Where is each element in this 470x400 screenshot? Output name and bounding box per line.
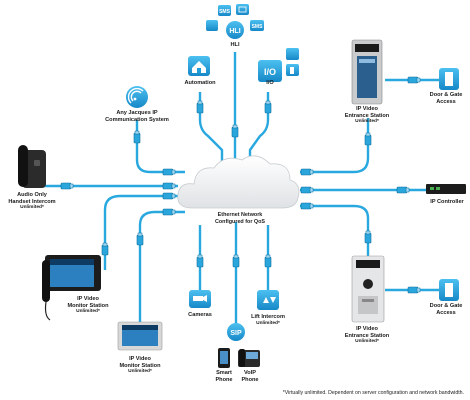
automation-icon	[188, 56, 210, 76]
camera-icon	[189, 290, 211, 308]
sms2-badge-text: SMS	[252, 24, 264, 30]
entrance-station-bottom-device	[351, 255, 385, 323]
io-badge-text: I/O	[264, 67, 276, 77]
cameras-label: Cameras	[188, 312, 212, 318]
entrance-station-top-device	[351, 39, 383, 105]
cable-jacques	[135, 120, 185, 174]
wireless-icon	[126, 86, 148, 108]
cable-monitor-bottom	[138, 210, 185, 322]
door-gate-bottom-icon	[439, 279, 459, 301]
cable-entrance-top	[300, 118, 370, 174]
phone-list-icon	[206, 20, 218, 31]
ethernet-cloud	[177, 155, 300, 209]
ip-controller-device	[426, 184, 466, 194]
email-icon	[236, 4, 249, 15]
hli-cluster: HLI SMS SMS	[206, 4, 264, 39]
cable-entrance-bottom	[300, 204, 370, 258]
automation-label: Automation	[184, 80, 216, 86]
footnote: *Virtually unlimited. Dependent on serve…	[282, 390, 464, 396]
cable-io	[248, 92, 270, 168]
sip-icon: SIP	[227, 323, 245, 341]
switch-icon	[286, 48, 299, 60]
audio-handset-device	[18, 145, 46, 188]
hli-label: HLI	[230, 42, 240, 48]
smart-phone-device	[218, 348, 230, 368]
ip-controller-label: IP Controller	[430, 199, 464, 205]
sms-badge-text: SMS	[219, 9, 231, 15]
cable-automation	[198, 92, 224, 168]
cable-monitor-top	[103, 194, 180, 270]
monitor-station-bottom-device	[117, 321, 163, 351]
io-label: I/O	[266, 80, 274, 86]
sip-badge-text: SIP	[230, 330, 242, 337]
hli-badge-text: HLI	[229, 28, 240, 35]
door-gate-top-icon	[439, 68, 459, 90]
lift-icon	[257, 290, 279, 310]
io-icon: I/O	[258, 48, 299, 82]
voip-phone-device	[238, 349, 260, 367]
monitor-station-top-device	[42, 255, 101, 321]
